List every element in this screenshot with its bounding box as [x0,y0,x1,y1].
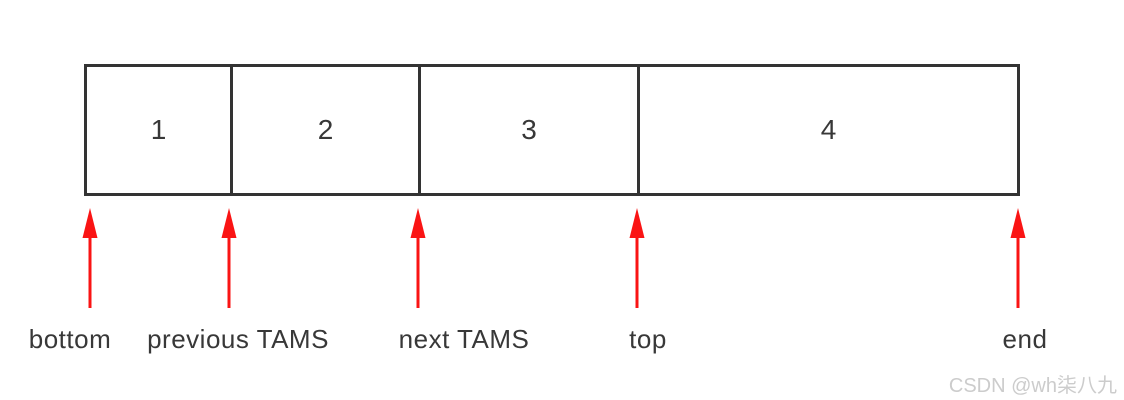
memory-section-2: 2 [230,67,418,193]
pointer-label-top: top [629,324,667,354]
up-arrow-icon-end [1009,208,1027,308]
section-number: 2 [317,114,334,145]
memory-section-1: 1 [87,67,230,193]
up-arrow-icon-bottom [81,208,99,308]
memory-region-box: 1 2 3 4 [84,64,1020,196]
pointer-label-bottom: bottom [28,324,112,354]
pointer-label-previous-tams: previous TAMS [147,324,329,354]
memory-section-4: 4 [637,67,1017,193]
section-number: 1 [150,114,167,145]
up-arrow-icon-next-tams [409,208,427,308]
memory-section-3: 3 [418,67,637,193]
up-arrow-icon-top [628,208,646,308]
section-number: 4 [820,114,837,145]
section-number: 3 [521,114,537,145]
csdn-watermark: CSDN @wh柒八九 [948,375,1117,397]
pointer-label-next-tams: next TAMS [398,324,530,354]
pointer-label-end: end [1002,324,1048,354]
up-arrow-icon-previous-tams [220,208,238,308]
